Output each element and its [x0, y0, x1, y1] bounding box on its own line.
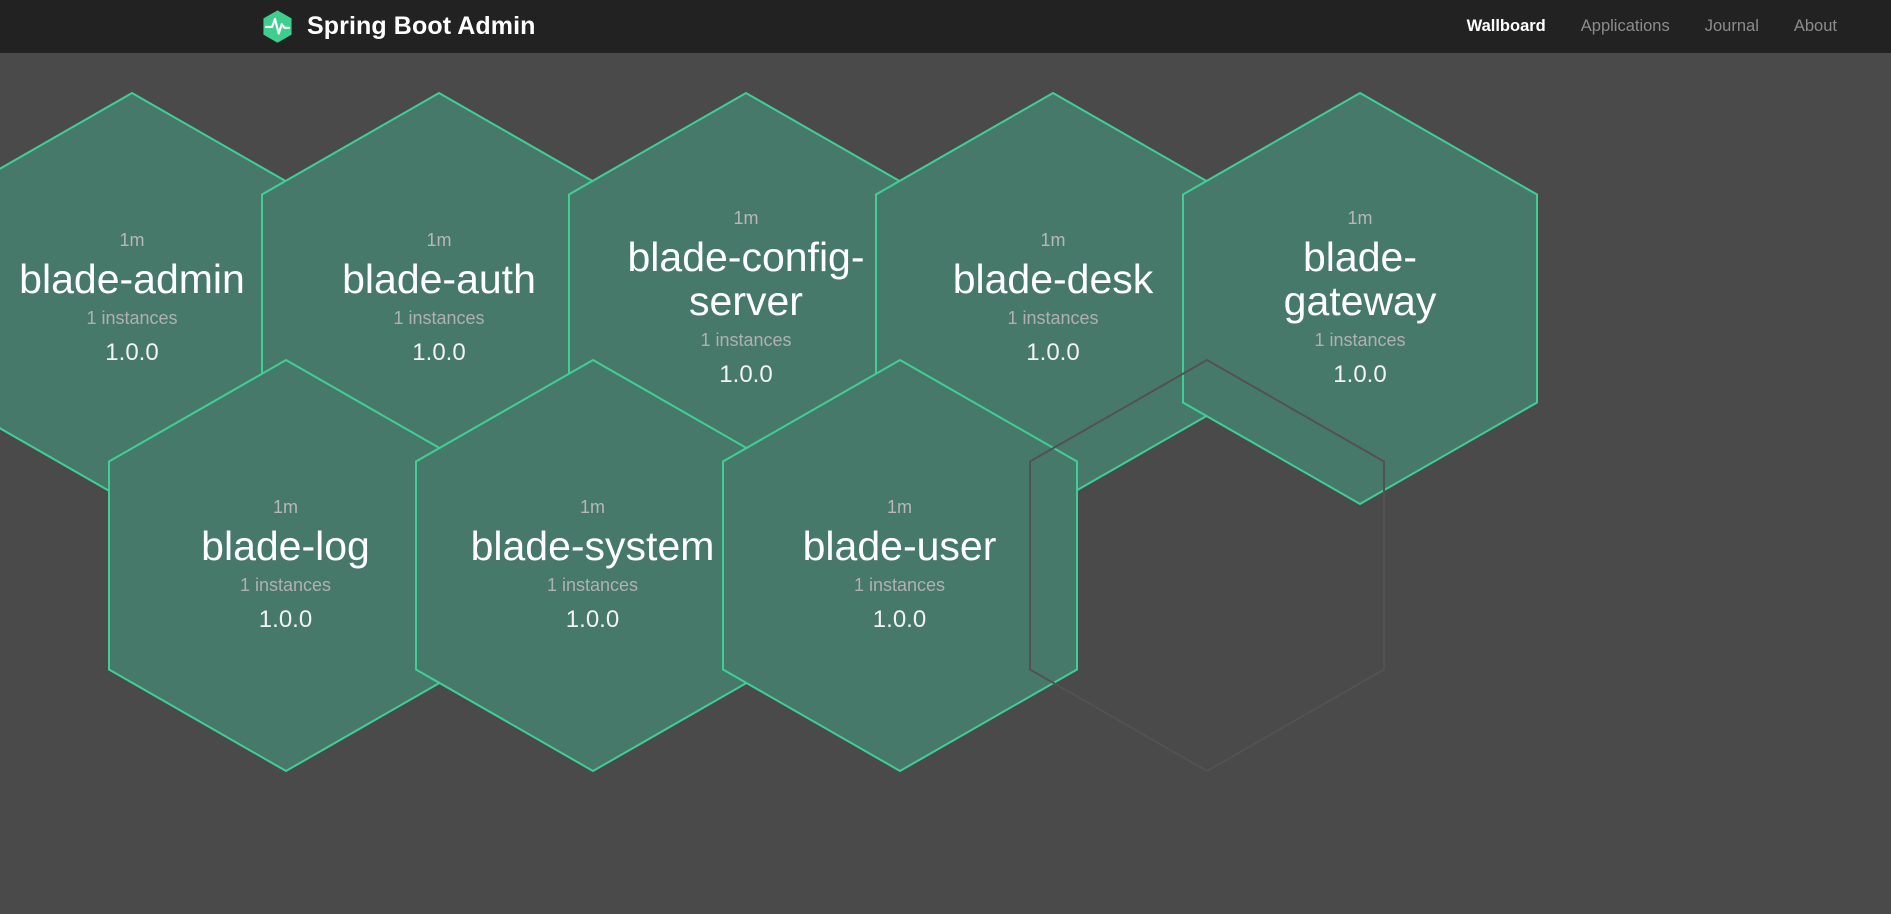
nav-item-applications[interactable]: Applications [1580, 17, 1670, 35]
nav-item-about[interactable]: About [1793, 17, 1837, 35]
hexagon-shape-icon [1182, 91, 1538, 506]
top-navbar: Spring Boot Admin Wallboard Applications… [0, 0, 1891, 53]
nav-item-wallboard[interactable]: Wallboard [1466, 17, 1546, 35]
nav-item-journal[interactable]: Journal [1704, 17, 1759, 35]
empty-hexagon-placeholder [1023, 353, 1391, 778]
heartbeat-hexagon-logo-icon [263, 10, 292, 43]
hexagon-outline-icon [1028, 358, 1385, 773]
hexagon-shape-icon [721, 358, 1078, 773]
primary-nav: Wallboard Applications Journal About [1467, 0, 1837, 53]
brand-link[interactable]: Spring Boot Admin [259, 8, 536, 45]
brand-title: Spring Boot Admin [307, 12, 536, 40]
